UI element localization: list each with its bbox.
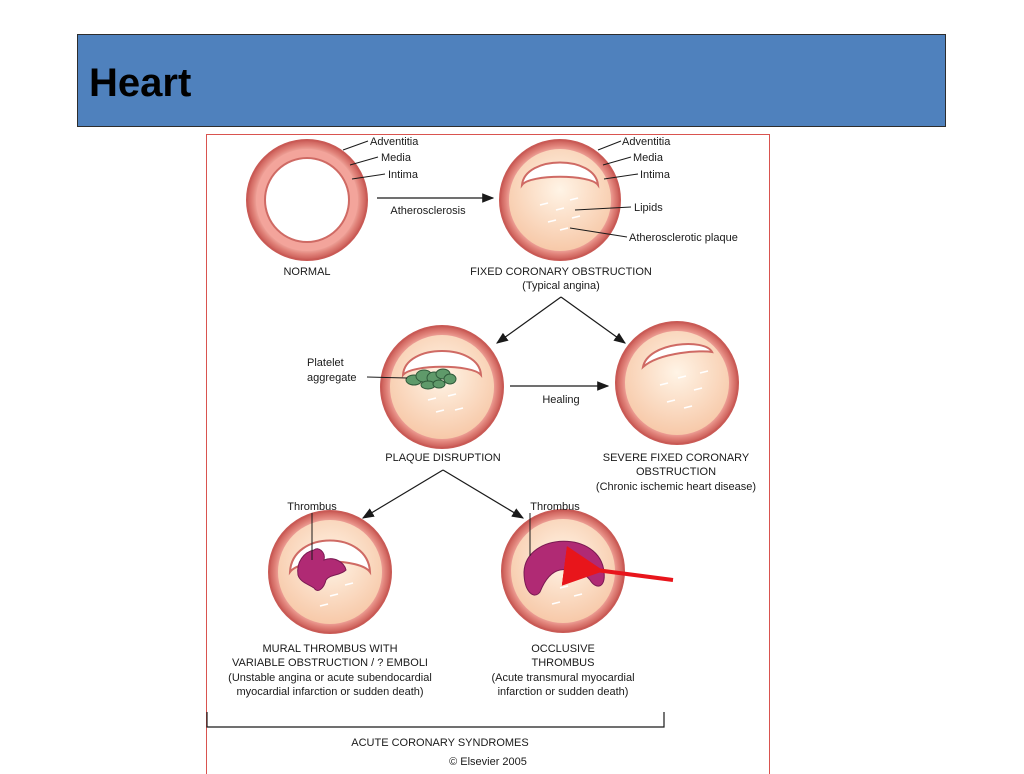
copyright-text: © Elsevier 2005: [449, 756, 527, 768]
fixed-label-intima: Intima: [640, 169, 671, 181]
occlusive-thrombus-label: Thrombus: [530, 501, 580, 513]
severe-fixed-artery: [616, 322, 738, 444]
fixed-label-media: Media: [633, 152, 664, 164]
fixed-caption-line1: FIXED CORONARY OBSTRUCTION: [470, 266, 652, 278]
severe-caption-line1: SEVERE FIXED CORONARY: [603, 452, 750, 464]
arrow-to-plaque-disruption: [497, 297, 561, 343]
fixed-obstruction-artery: [500, 140, 620, 260]
fixed-caption-line2: (Typical angina): [522, 280, 600, 292]
severe-caption-line2: OBSTRUCTION: [636, 466, 716, 478]
arrow-to-mural-thrombus: [363, 470, 443, 518]
normal-artery: [247, 140, 367, 260]
occlusive-caption-line1: OCCLUSIVE: [531, 643, 595, 655]
normal-label-adventitia: Adventitia: [370, 136, 419, 148]
atherosclerosis-label: Atherosclerosis: [390, 205, 466, 217]
severe-caption-line3: (Chronic ischemic heart disease): [596, 481, 756, 493]
mural-caption-line2: VARIABLE OBSTRUCTION / ? EMBOLI: [232, 657, 428, 669]
occlusive-caption-line2: THROMBUS: [532, 657, 595, 669]
fixed-label-plaque: Atherosclerotic plaque: [629, 232, 738, 244]
mural-thrombus-artery: [269, 511, 391, 633]
normal-label-intima: Intima: [388, 169, 419, 181]
acute-syndromes-label: ACUTE CORONARY SYNDROMES: [351, 737, 528, 749]
mural-caption-line1: MURAL THROMBUS WITH: [262, 643, 397, 655]
fixed-label-adventitia: Adventitia: [622, 136, 671, 148]
normal-caption: NORMAL: [283, 266, 330, 278]
plaque-disruption-artery: [381, 326, 503, 448]
healing-label: Healing: [542, 394, 579, 406]
platelet-label-line1: Platelet: [307, 357, 344, 369]
platelet-label-line2: aggregate: [307, 372, 357, 384]
mural-thrombus-label: Thrombus: [287, 501, 337, 513]
plaque-disruption-caption: PLAQUE DISRUPTION: [385, 452, 501, 464]
fixed-label-lipids: Lipids: [634, 202, 663, 214]
occlusive-caption-line4: infarction or sudden death): [498, 686, 629, 698]
occlusive-caption-line3: (Acute transmural myocardial: [491, 672, 634, 684]
normal-label-media: Media: [381, 152, 412, 164]
mural-caption-line4: myocardial infarction or sudden death): [236, 686, 423, 698]
arrow-to-occlusive-thrombus: [443, 470, 523, 518]
acute-syndromes-bracket: [207, 712, 664, 727]
mural-caption-line3: (Unstable angina or acute subendocardial: [228, 672, 432, 684]
arrow-to-severe-fixed: [561, 297, 625, 343]
